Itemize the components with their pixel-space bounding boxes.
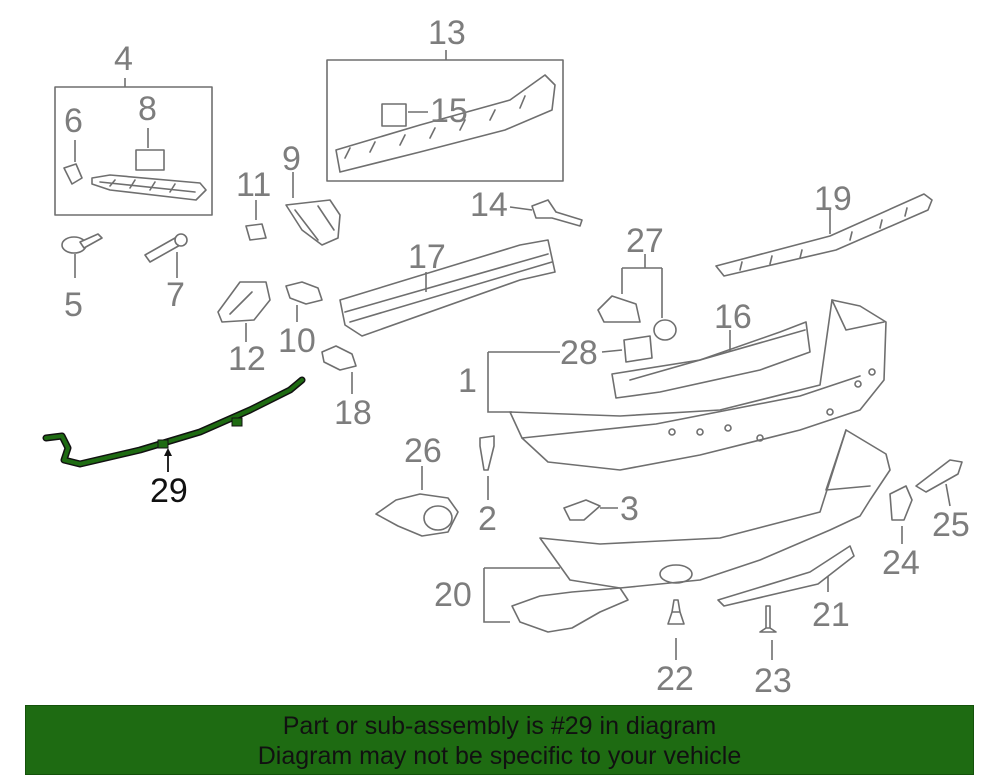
callout-16: 16 (714, 298, 752, 336)
callout-3: 3 (620, 490, 639, 528)
callout-19: 19 (814, 180, 852, 218)
callout-23: 23 (754, 662, 792, 700)
callout-26: 26 (404, 432, 442, 470)
callout-28: 28 (560, 334, 598, 372)
callout-2: 2 (478, 500, 497, 538)
part-29-wiring-harness (42, 376, 306, 472)
callout-8: 8 (138, 90, 157, 128)
part-1-bumper-cover (487, 299, 887, 471)
callout-17: 17 (408, 238, 446, 276)
callout-14: 14 (470, 186, 508, 224)
callout-1: 1 (458, 362, 477, 400)
part-2-bolt (479, 435, 495, 500)
part-21-deflector (717, 545, 855, 607)
part-9-bracket (285, 172, 341, 246)
part-16-bracket (611, 321, 811, 399)
callout-29: 29 (150, 472, 188, 510)
callout-18: 18 (334, 394, 372, 432)
callout-10: 10 (278, 322, 316, 360)
callout-4: 4 (114, 40, 133, 78)
callout-20: 20 (434, 576, 472, 614)
part-12-bracket (217, 281, 271, 342)
part-3-clip (563, 499, 618, 521)
part-14-stud (509, 199, 583, 227)
info-banner: Part or sub-assembly is #29 in diagram D… (25, 705, 974, 775)
callout-6: 6 (64, 102, 83, 140)
callout-21: 21 (812, 596, 850, 634)
part-20-lower-cover (483, 429, 891, 633)
banner-line-2: Diagram may not be specific to your vehi… (257, 742, 742, 770)
banner-line-1: Part or sub-assembly is #29 in diagram (282, 712, 717, 740)
part-19-deflector (715, 193, 933, 277)
part-22-retainer (667, 599, 685, 660)
callout-9: 9 (282, 140, 301, 178)
callout-7: 7 (166, 276, 185, 314)
parts-diagram: 4 6 8 5 7 11 9 12 10 18 13 15 14 17 19 2… (42, 14, 970, 700)
part-24-bracket (889, 485, 913, 544)
part-18-bolt (321, 345, 357, 394)
callout-11: 11 (236, 166, 271, 204)
part-25-bracket (915, 459, 963, 507)
callout-12: 12 (228, 340, 266, 378)
callout-13: 13 (428, 14, 466, 52)
part-17-reinforcement (339, 239, 556, 337)
group-4-box (54, 78, 213, 216)
part-26-housing (375, 466, 459, 537)
part-5-push-pin (61, 233, 103, 278)
part-10-bolt (285, 281, 323, 322)
part-7-clip (144, 233, 188, 278)
part-28-pad (601, 335, 653, 363)
part-11-nut (245, 200, 267, 241)
part-23-screw (759, 605, 777, 660)
group-13-box (326, 50, 564, 182)
part-27-sensor (597, 254, 677, 341)
callout-27: 27 (626, 222, 664, 260)
callout-5: 5 (64, 286, 83, 324)
callout-24: 24 (882, 544, 920, 582)
callout-22: 22 (656, 660, 694, 698)
callout-25: 25 (932, 506, 970, 544)
callout-15: 15 (430, 92, 468, 130)
